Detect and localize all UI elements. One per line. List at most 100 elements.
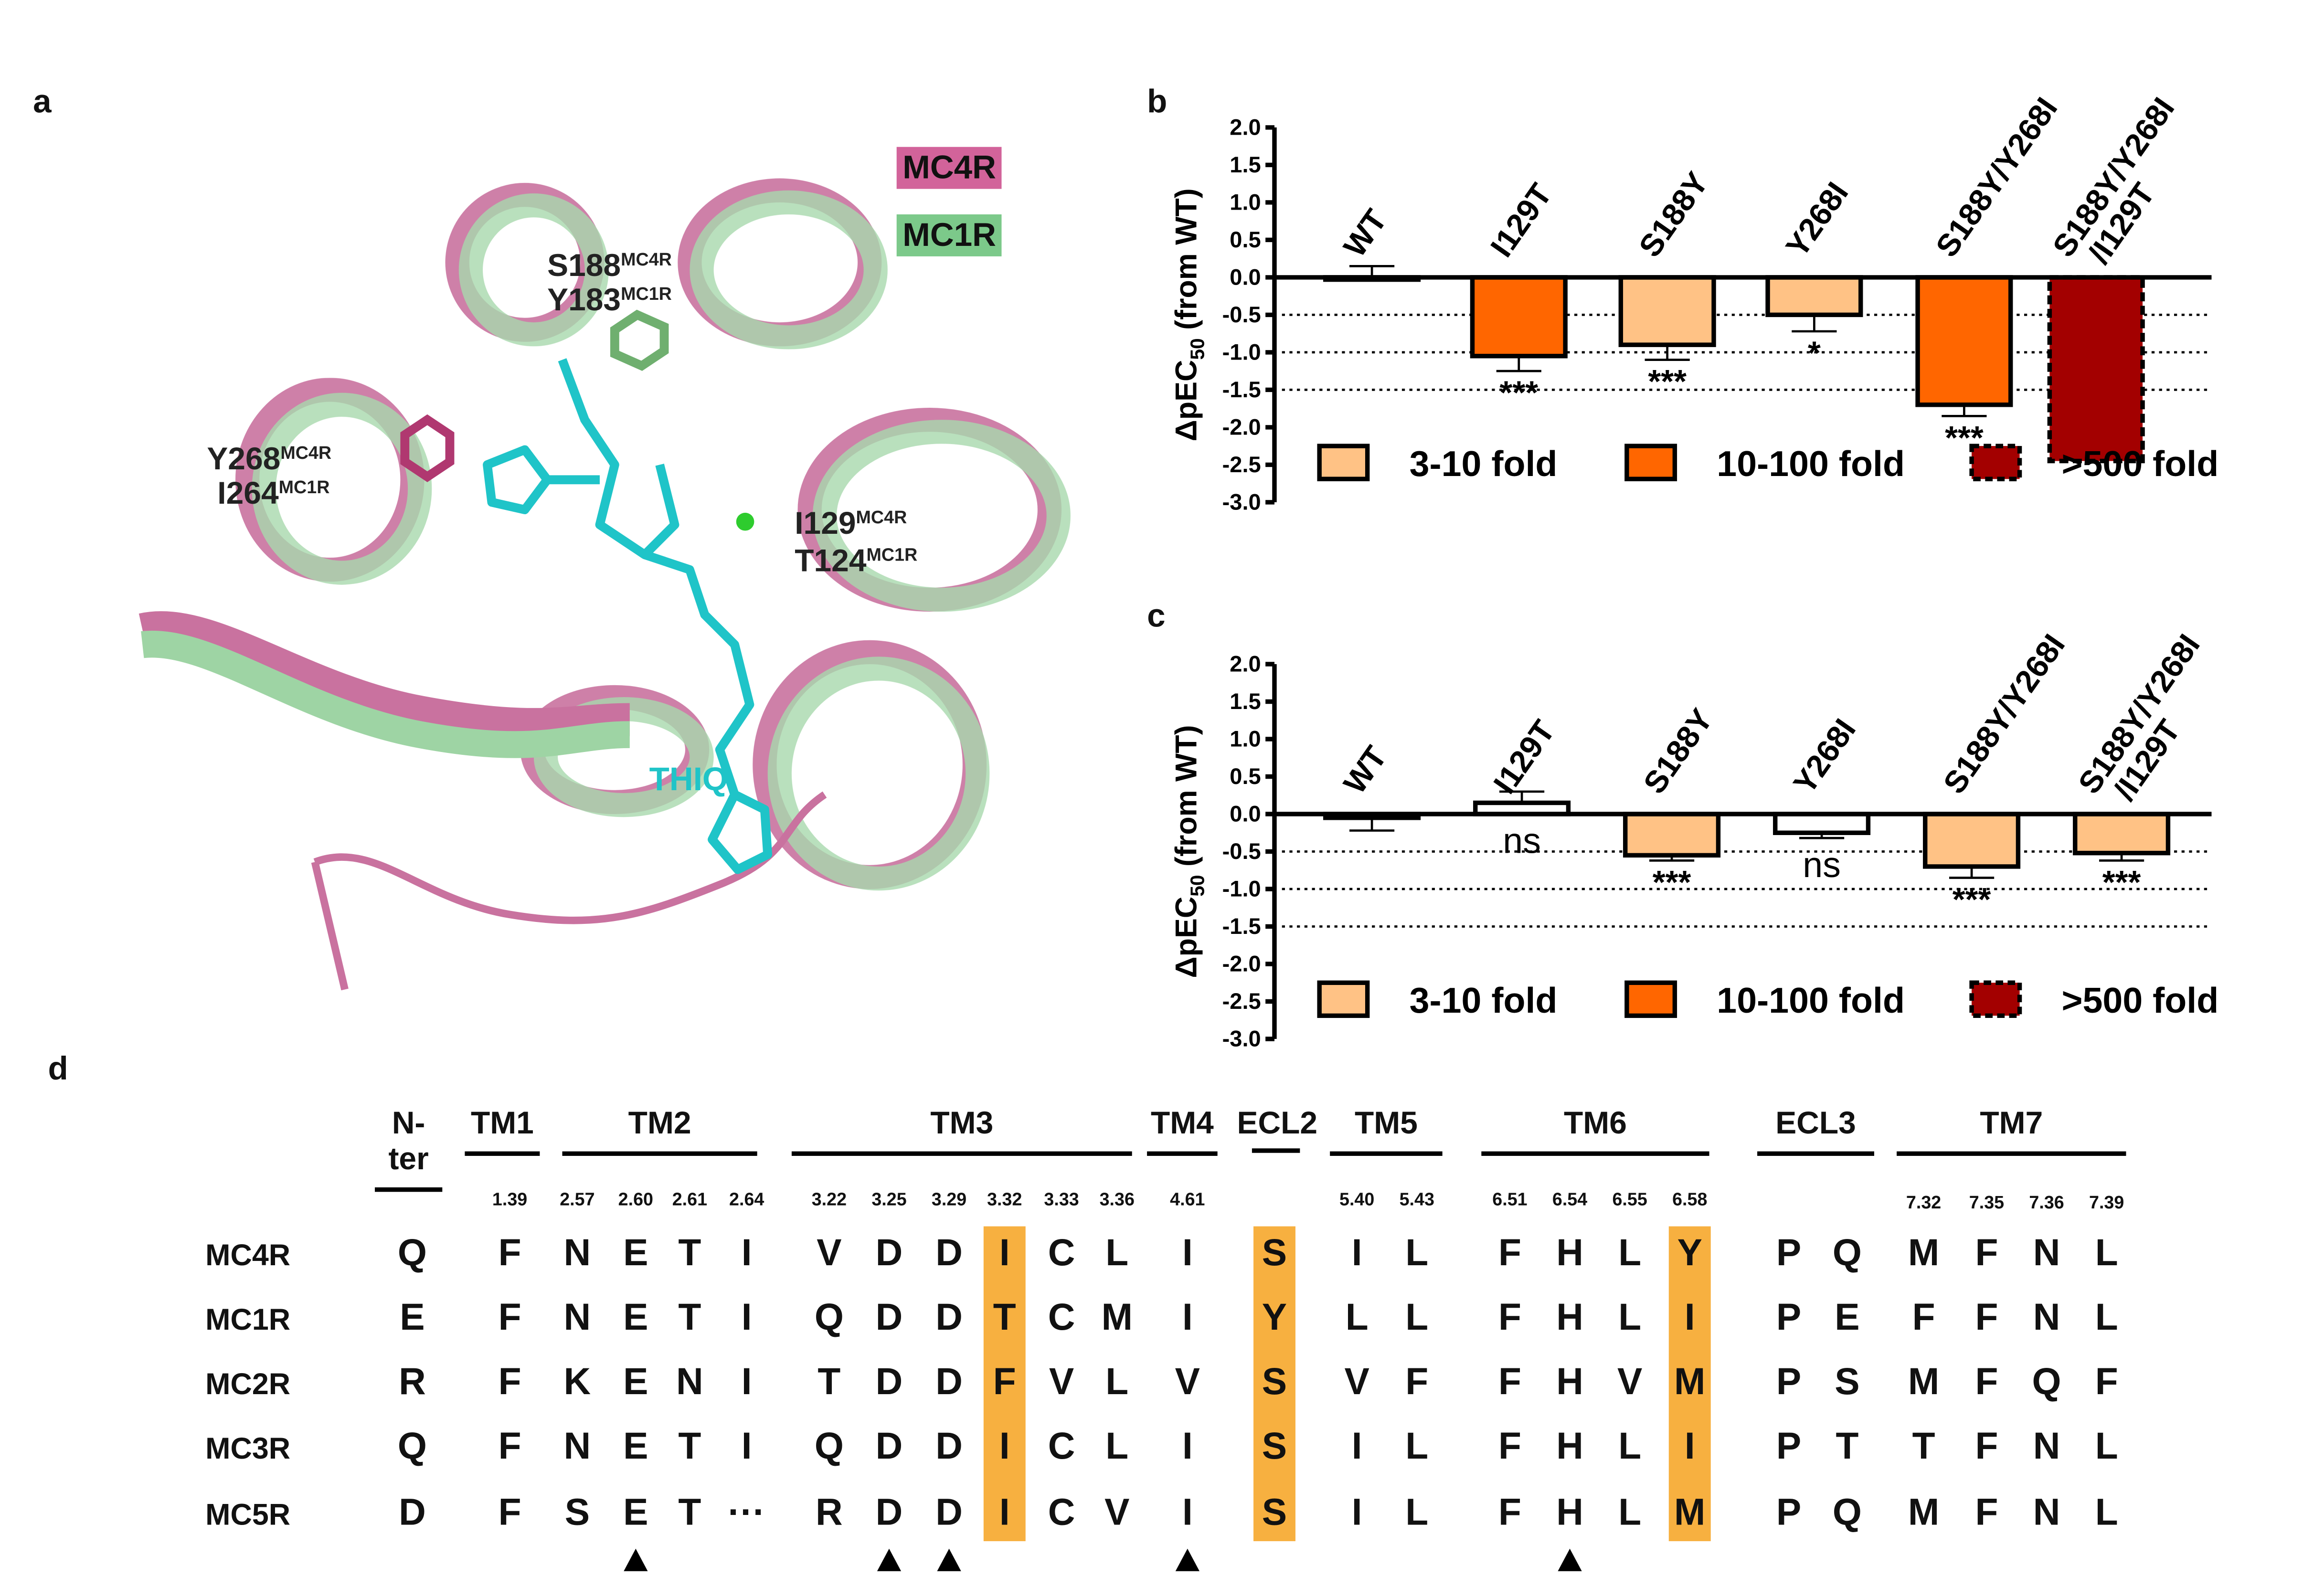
residue: L bbox=[1405, 1492, 1429, 1534]
residue: I bbox=[1684, 1297, 1695, 1339]
highlight-column bbox=[1253, 1226, 1295, 1541]
region-underline-ecl2 bbox=[1252, 1106, 1300, 1153]
residue: N bbox=[2033, 1426, 2060, 1468]
highlight-column bbox=[983, 1226, 1026, 1541]
residue: ··· bbox=[728, 1492, 765, 1534]
y-tick-label: -2.5 bbox=[1222, 452, 1261, 477]
residue: I bbox=[1351, 1426, 1362, 1468]
receptor-superscript: MC4R bbox=[621, 249, 672, 270]
significance-label: *** bbox=[1648, 363, 1687, 400]
residue: L bbox=[1345, 1297, 1369, 1339]
receptor-structure-image bbox=[138, 178, 1071, 991]
legend-label: >500 fold bbox=[2062, 444, 2219, 484]
residue: S bbox=[564, 1492, 590, 1534]
residue: S bbox=[1262, 1426, 1287, 1468]
y-tick-label: 2.0 bbox=[1230, 115, 1261, 140]
residue: C bbox=[1048, 1297, 1075, 1339]
residue: F bbox=[1498, 1361, 1521, 1404]
y-tick-label: -0.5 bbox=[1222, 302, 1261, 327]
residue: V bbox=[817, 1232, 842, 1274]
residue: H bbox=[1556, 1492, 1583, 1534]
receptor-name: MC4R bbox=[205, 1239, 291, 1273]
position-number: 3.25 bbox=[871, 1189, 907, 1210]
residue: V bbox=[1344, 1361, 1369, 1404]
residue: F bbox=[1912, 1297, 1935, 1339]
position-number: 3.32 bbox=[987, 1189, 1022, 1210]
residue: P bbox=[1776, 1492, 1802, 1534]
residue: F bbox=[2095, 1361, 2118, 1404]
residue: L bbox=[2095, 1297, 2118, 1339]
y-tick-label: 0.5 bbox=[1230, 763, 1261, 789]
residue: E bbox=[1835, 1297, 1860, 1339]
region-header: TM3 bbox=[791, 1106, 1132, 1156]
region-header: ECL2 bbox=[1237, 1106, 1318, 1141]
residue: L bbox=[1405, 1297, 1429, 1339]
residue: N bbox=[2033, 1297, 2060, 1339]
residue: D bbox=[935, 1492, 963, 1534]
position-number: 1.39 bbox=[492, 1189, 528, 1210]
y-axis-label: ΔpEC50 (from WT) bbox=[1170, 188, 1209, 441]
arrow-marker-icon bbox=[937, 1548, 961, 1571]
residue: F bbox=[1975, 1297, 1998, 1339]
residue: D bbox=[875, 1492, 903, 1534]
residue: I bbox=[741, 1361, 752, 1404]
y-tick-label: 0.0 bbox=[1230, 265, 1261, 290]
residue: F bbox=[1498, 1426, 1521, 1468]
residue: D bbox=[935, 1232, 963, 1274]
residue: F bbox=[498, 1492, 521, 1534]
y-tick-label: -1.0 bbox=[1222, 876, 1261, 901]
legend-label: 10-100 fold bbox=[1717, 980, 1905, 1020]
y-tick-label: -2.0 bbox=[1222, 951, 1261, 976]
residue-name: Y183 bbox=[547, 283, 621, 318]
residue: P bbox=[1776, 1297, 1802, 1339]
residue: F bbox=[498, 1361, 521, 1404]
residue: I bbox=[1182, 1492, 1193, 1534]
residue: V bbox=[1104, 1492, 1130, 1534]
position-number: 2.57 bbox=[560, 1189, 595, 1210]
legend-mc1r: MC1R bbox=[896, 214, 1002, 256]
residue: M bbox=[1908, 1232, 1940, 1274]
residue: N bbox=[563, 1297, 591, 1339]
residue: C bbox=[1048, 1492, 1075, 1534]
residue: F bbox=[1498, 1492, 1521, 1534]
residue: L bbox=[1105, 1232, 1129, 1274]
residue-name: Y268 bbox=[207, 442, 281, 477]
significance-label: ns bbox=[1803, 845, 1841, 885]
residue: T bbox=[1836, 1426, 1859, 1468]
y-tick-label: -2.5 bbox=[1222, 988, 1261, 1014]
legend-mc4r: MC4R bbox=[896, 147, 1002, 189]
residue: S bbox=[1262, 1492, 1287, 1534]
region-header: TM6 bbox=[1481, 1106, 1709, 1156]
residue: N bbox=[2033, 1232, 2060, 1274]
residue: F bbox=[1498, 1297, 1521, 1339]
residue: F bbox=[1498, 1232, 1521, 1274]
residue: D bbox=[875, 1361, 903, 1404]
residue: I bbox=[1182, 1297, 1193, 1339]
residue: I bbox=[1351, 1232, 1362, 1274]
legend-swatch bbox=[1624, 444, 1677, 481]
significance-label: *** bbox=[1653, 863, 1691, 900]
residue: T bbox=[993, 1297, 1016, 1339]
residue: F bbox=[993, 1361, 1016, 1404]
bar bbox=[1923, 812, 2021, 869]
y-tick-label: 1.5 bbox=[1230, 152, 1261, 177]
position-number: 7.39 bbox=[2089, 1192, 2124, 1213]
residue: H bbox=[1556, 1297, 1583, 1339]
residue-name: I129 bbox=[795, 507, 856, 541]
residue: L bbox=[1405, 1426, 1429, 1468]
residue-label-y268: Y268MC4R bbox=[207, 438, 331, 477]
residue: E bbox=[623, 1232, 648, 1274]
receptor-name: MC1R bbox=[205, 1304, 291, 1337]
ligand-label-thiq: THIQ bbox=[649, 760, 728, 798]
residue: S bbox=[1262, 1361, 1287, 1404]
receptor-superscript: MC1R bbox=[621, 283, 672, 305]
region-header: TM1 bbox=[465, 1106, 540, 1156]
residue: D bbox=[935, 1426, 963, 1468]
residue: I bbox=[741, 1232, 752, 1274]
residue: L bbox=[2095, 1492, 2118, 1534]
bar bbox=[1618, 275, 1716, 347]
residue: L bbox=[1618, 1492, 1642, 1534]
residue: S bbox=[1835, 1361, 1860, 1404]
residue-label-s188: S188MC4R bbox=[547, 244, 672, 282]
residue: I bbox=[999, 1232, 1010, 1274]
